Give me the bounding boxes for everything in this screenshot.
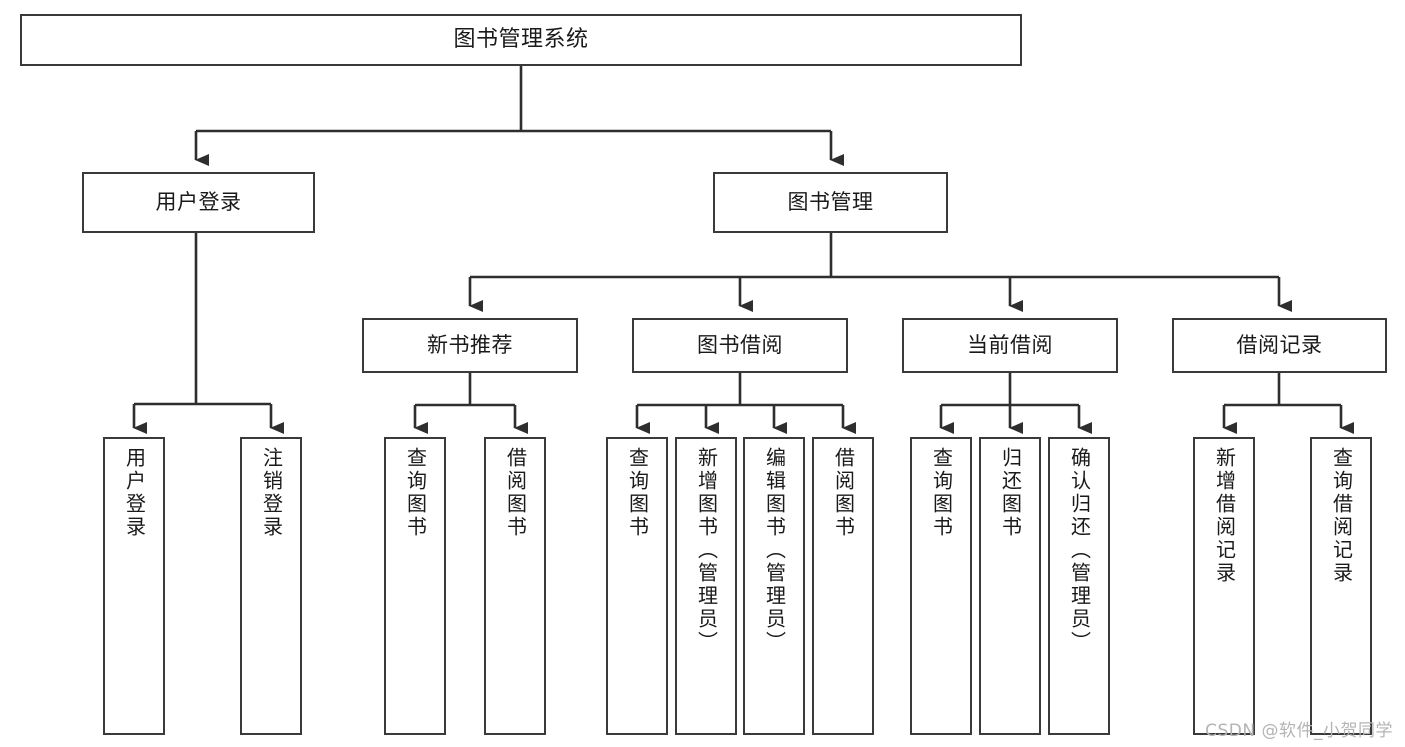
node-label: 用户登录 — [155, 190, 242, 215]
node-label: 编辑图书（管理员） — [762, 447, 787, 654]
leaf-add-book-admin[interactable]: 新增图书（管理员） — [675, 437, 737, 735]
leaf-confirm-return-admin[interactable]: 确认归还（管理员） — [1048, 437, 1110, 735]
leaf-borrow-book-newbook[interactable]: 借阅图书 — [484, 437, 546, 735]
node-label: 借阅记录 — [1236, 333, 1323, 358]
leaf-query-book-current[interactable]: 查询图书 — [910, 437, 972, 735]
node-user-login[interactable]: 用户登录 — [82, 172, 315, 233]
node-label: 新书推荐 — [427, 333, 513, 358]
leaf-query-borrow-record[interactable]: 查询借阅记录 — [1310, 437, 1372, 735]
node-label: 确认归还（管理员） — [1067, 447, 1092, 654]
node-label: 借阅图书 — [831, 447, 856, 539]
node-new-book-recommend[interactable]: 新书推荐 — [362, 318, 578, 373]
node-label: 图书借阅 — [697, 333, 783, 358]
node-label: 注销登录 — [259, 447, 284, 539]
leaf-borrow-book-borrow[interactable]: 借阅图书 — [812, 437, 874, 735]
leaf-add-borrow-record[interactable]: 新增借阅记录 — [1193, 437, 1255, 735]
node-label: 用户登录 — [122, 447, 147, 539]
leaf-user-logout[interactable]: 注销登录 — [240, 437, 302, 735]
node-root-system[interactable]: 图书管理系统 — [20, 14, 1022, 66]
leaf-query-book-borrow[interactable]: 查询图书 — [606, 437, 668, 735]
node-label: 借阅图书 — [503, 447, 528, 539]
node-borrow-record[interactable]: 借阅记录 — [1172, 318, 1387, 373]
leaf-query-book-newbook[interactable]: 查询图书 — [384, 437, 446, 735]
node-book-borrow[interactable]: 图书借阅 — [632, 318, 848, 373]
node-label: 查询借阅记录 — [1329, 447, 1354, 585]
node-label: 当前借阅 — [967, 333, 1053, 358]
node-label: 新增图书（管理员） — [694, 447, 719, 654]
node-book-manage[interactable]: 图书管理 — [713, 172, 948, 233]
node-label: 归还图书 — [998, 447, 1023, 539]
node-label: 图书管理系统 — [453, 27, 589, 53]
leaf-return-book[interactable]: 归还图书 — [979, 437, 1041, 735]
leaf-edit-book-admin[interactable]: 编辑图书（管理员） — [743, 437, 805, 735]
node-label: 图书管理 — [787, 190, 874, 215]
node-current-borrow[interactable]: 当前借阅 — [902, 318, 1118, 373]
leaf-user-login[interactable]: 用户登录 — [103, 437, 165, 735]
node-label: 新增借阅记录 — [1212, 447, 1237, 585]
node-label: 查询图书 — [403, 447, 428, 539]
node-label: 查询图书 — [625, 447, 650, 539]
watermark-text: CSDN @软件_小贺同学 — [1205, 721, 1393, 741]
node-label: 查询图书 — [929, 447, 954, 539]
